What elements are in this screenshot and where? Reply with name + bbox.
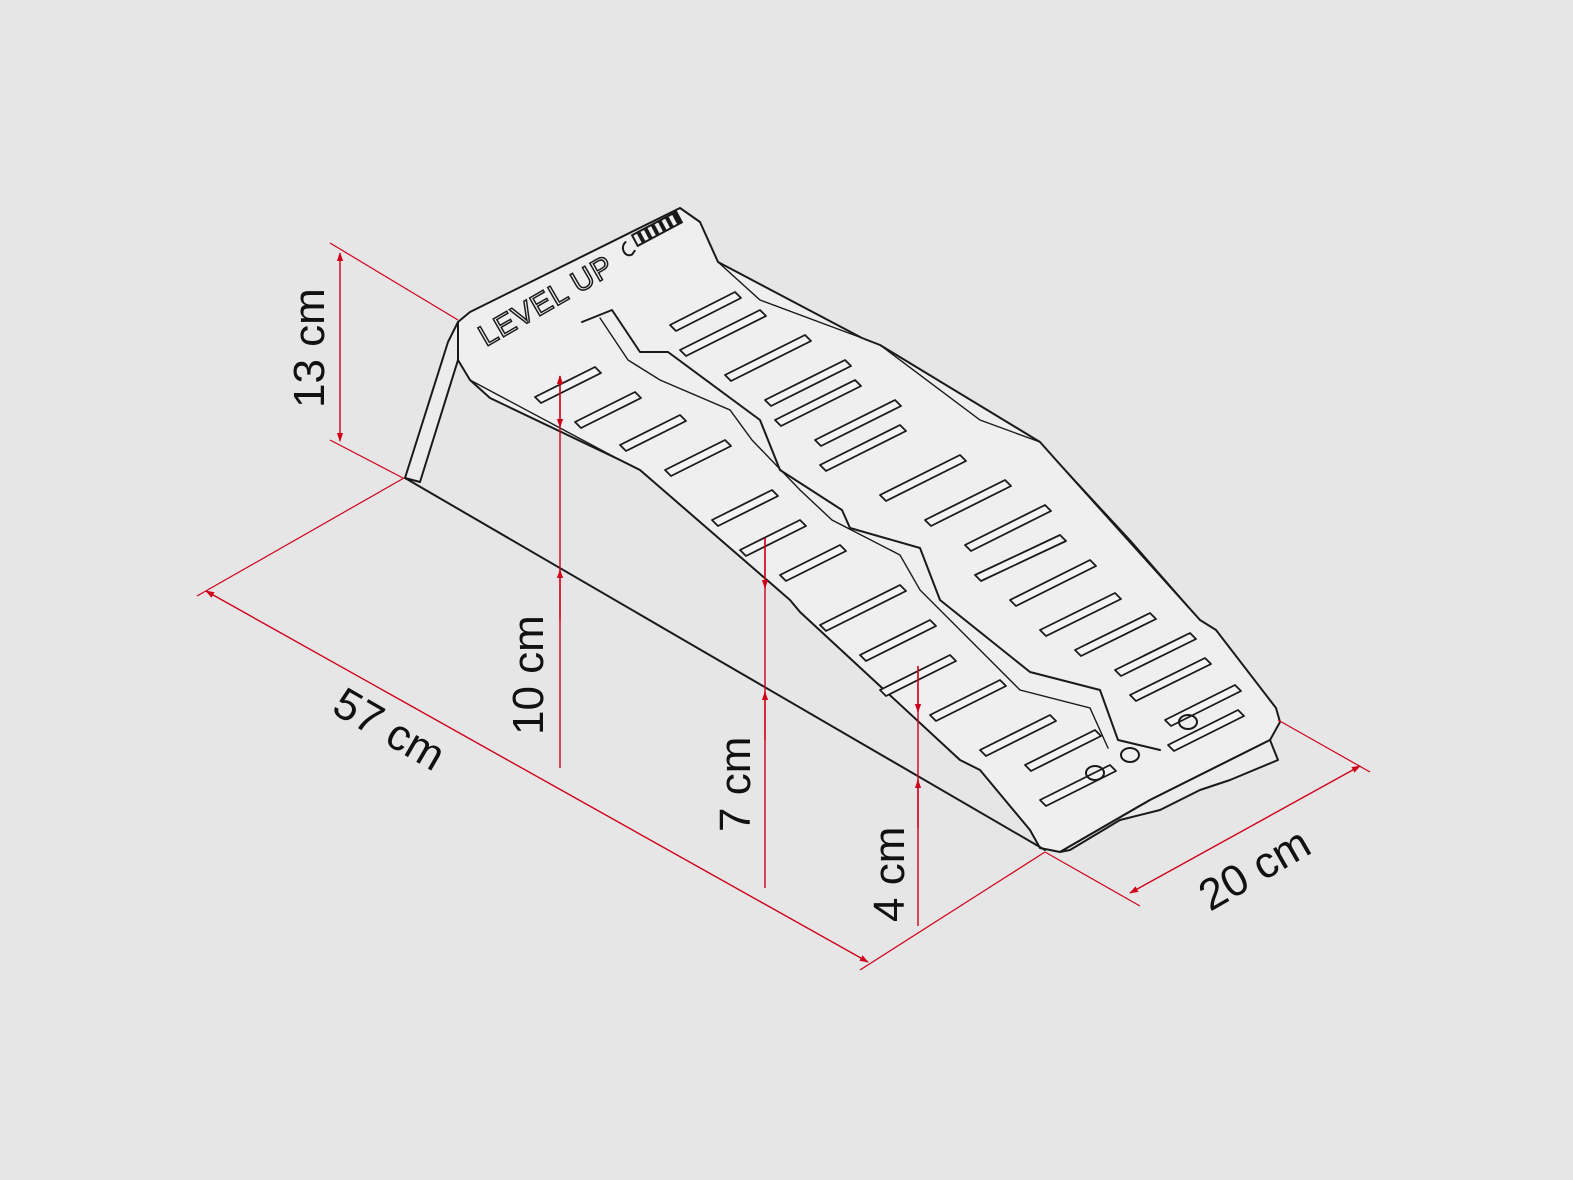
dim-13-ext-bottom xyxy=(329,439,404,479)
dim-20-label: 20 cm xyxy=(1191,818,1319,920)
ramp-hole-3 xyxy=(1178,714,1198,730)
dim-10-label: 10 cm xyxy=(504,615,553,735)
ramp-step-line-3 xyxy=(879,344,1041,443)
ramp-hole-2 xyxy=(1120,747,1140,763)
ramp-center-rib xyxy=(581,309,1161,751)
dim-4-label: 4 cm xyxy=(865,827,914,922)
dim-57-ext-left xyxy=(196,477,405,597)
dim-13-ext-top xyxy=(329,242,459,321)
ramp-body: LEVEL UP xyxy=(404,207,1281,853)
dim-20-ext-left xyxy=(1044,851,1141,907)
dim-20-ext-right xyxy=(1277,719,1371,773)
ramp-hole-1 xyxy=(1085,765,1105,781)
dim-57-line xyxy=(205,590,869,963)
ramp-step-line-4 xyxy=(1055,459,1201,621)
dim-13-label: 13 cm xyxy=(285,288,334,408)
dim-20-line xyxy=(1129,765,1361,894)
ramp-center-rib-inner xyxy=(599,317,1109,749)
ramp-top-surface xyxy=(457,207,1281,853)
ramp-step-line-2 xyxy=(717,261,863,339)
brand-logo-icon xyxy=(621,210,684,257)
dim-57-ext-right xyxy=(859,851,1046,971)
dim-7-label: 7 cm xyxy=(711,737,760,832)
tread-slots-right xyxy=(669,291,1245,752)
